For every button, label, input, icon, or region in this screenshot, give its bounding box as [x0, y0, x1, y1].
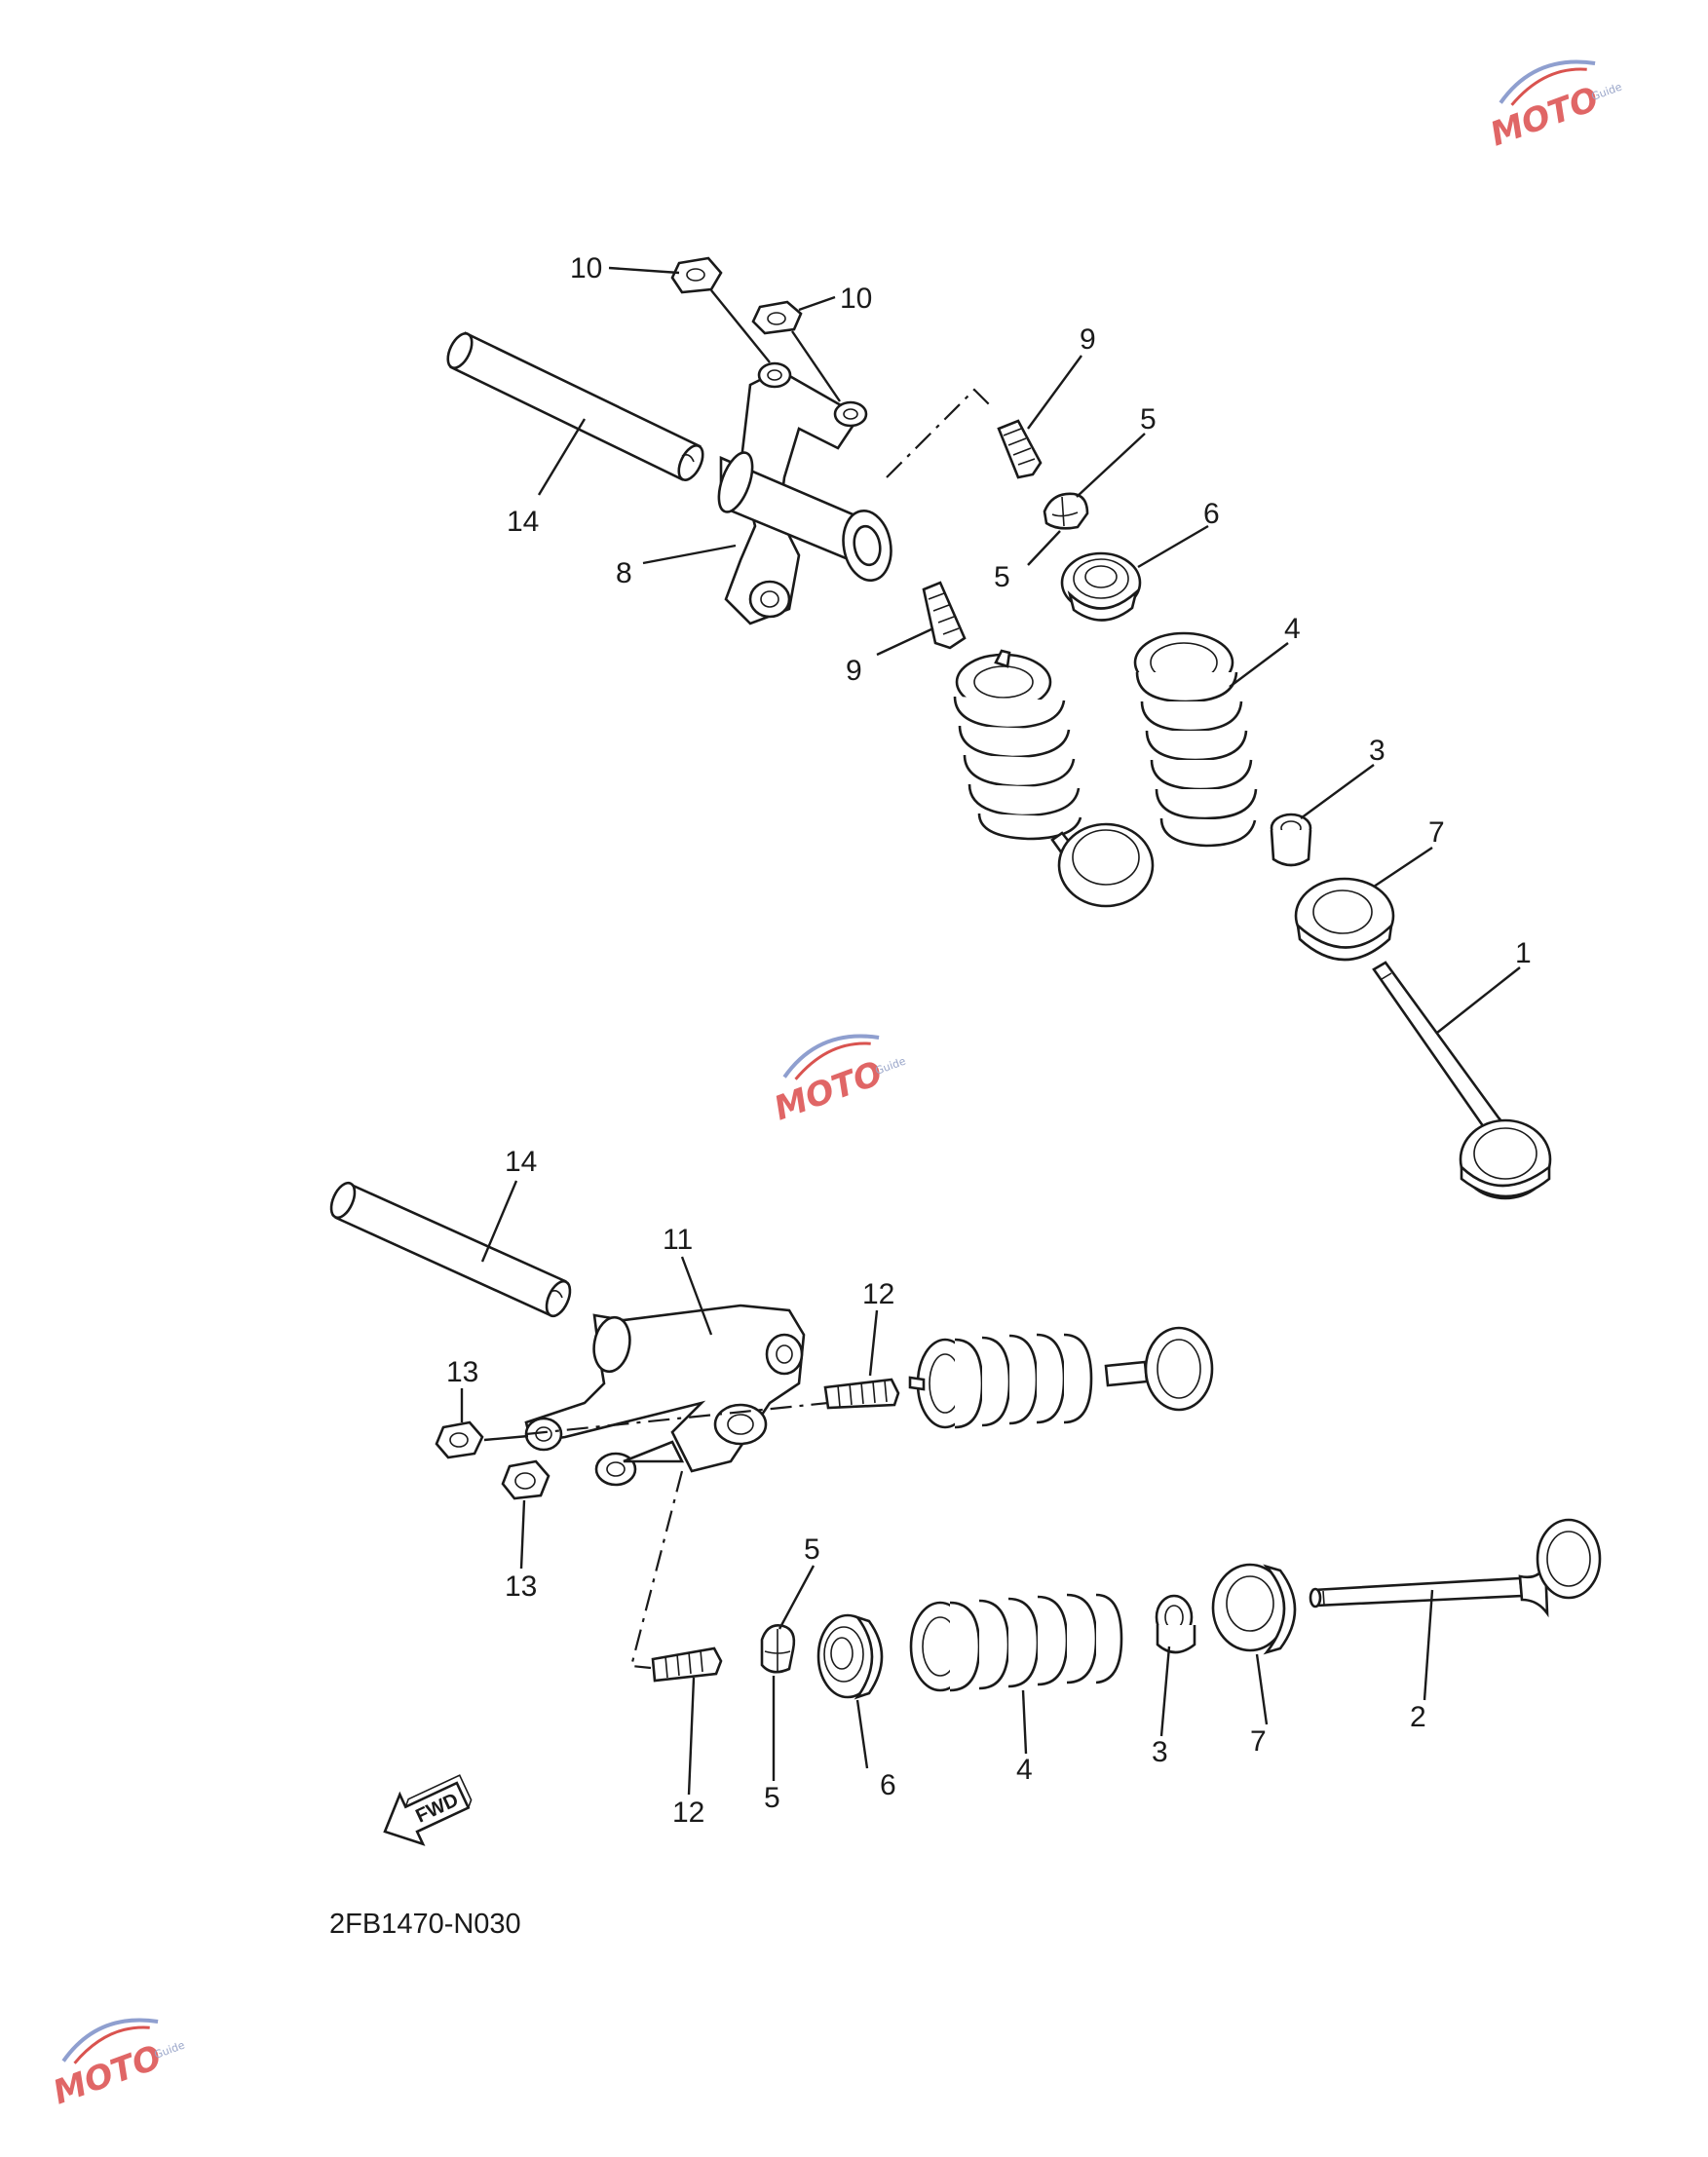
spring-retainer-lower: [816, 1613, 884, 1700]
rocker-shaft-lower: [329, 1181, 572, 1318]
valve-intake: [1309, 1518, 1602, 1618]
callout-upper-4: 4: [1284, 613, 1301, 645]
callout-upper-10a: 10: [570, 252, 602, 284]
adjust-nut-upper-a: [670, 256, 723, 294]
callout-lower-12b: 12: [672, 1797, 704, 1829]
callout-upper-5a: 5: [1140, 403, 1157, 435]
leader-lines-upper: [537, 266, 1521, 1034]
valve-exhaust: [1372, 961, 1552, 1200]
callout-lower-2: 2: [1410, 1701, 1426, 1733]
svg-text:Guide: Guide: [874, 1054, 908, 1077]
callout-lower-3: 3: [1152, 1736, 1168, 1768]
valve-stem-seal-lower: [1155, 1594, 1196, 1654]
centerline-upper: [886, 388, 995, 478]
callout-upper-9a: 9: [1080, 323, 1096, 356]
callout-upper-6: 6: [1203, 498, 1220, 530]
valve-spring-upper-loose: [1133, 631, 1258, 848]
adjust-screw-upper-b: [922, 581, 967, 650]
adjust-nut-lower-a: [435, 1420, 484, 1459]
fwd-arrow-icon: FWD: [383, 1774, 473, 1846]
callout-lower-11: 11: [663, 1224, 693, 1256]
callout-lower-13a: 13: [446, 1356, 478, 1388]
spring-seat-lower: [1211, 1563, 1297, 1655]
watermark-center: MOTO Guide: [769, 1034, 908, 1129]
callout-upper-3: 3: [1369, 735, 1385, 767]
callout-upper-10b: 10: [840, 283, 872, 315]
rocker-arm-lower: [524, 1304, 806, 1487]
valve-spring-lower-loose: [909, 1593, 1123, 1692]
callout-upper-8: 8: [616, 557, 632, 589]
adjust-nut-upper-b: [751, 300, 803, 335]
valve-stem-seal-upper: [1270, 813, 1312, 867]
callouts-lower: 14 11 12 13 13 5 12 5 6 4 3 7 2: [446, 1146, 1426, 1829]
callout-lower-5b: 5: [764, 1782, 780, 1814]
adjust-screw-upper-a: [997, 419, 1043, 479]
callout-lower-6: 6: [880, 1769, 896, 1801]
callout-lower-12a: 12: [862, 1278, 894, 1310]
svg-text:MOTO: MOTO: [769, 1054, 888, 1129]
svg-text:Guide: Guide: [1590, 80, 1624, 102]
callouts-upper: 10 10 9 5 6 5 14 8 9 4 3 7 1: [507, 252, 1532, 969]
adjust-nut-lower-b: [501, 1459, 550, 1500]
svg-text:MOTO: MOTO: [1485, 80, 1604, 155]
rocker-shaft-upper: [446, 331, 704, 481]
adjust-screw-lower-a: [823, 1378, 900, 1410]
valve-cotter-upper: [1043, 492, 1089, 530]
callout-lower-7: 7: [1250, 1725, 1267, 1758]
valve-spring-assembly-upper: [953, 649, 1155, 908]
adjust-screw-lower-b: [651, 1646, 723, 1683]
callout-upper-7: 7: [1428, 816, 1445, 849]
rocker-arm-upper: [717, 361, 892, 625]
callout-upper-1: 1: [1515, 937, 1532, 969]
centerline-lower: [525, 1401, 829, 1670]
leader-lines-lower: [460, 1180, 1434, 1796]
callout-lower-13b: 13: [505, 1570, 537, 1603]
spring-retainer-upper: [1060, 551, 1142, 622]
callout-upper-9b: 9: [846, 655, 862, 687]
callout-lower-4: 4: [1016, 1754, 1033, 1786]
callout-upper-5b: 5: [994, 561, 1010, 593]
callout-upper-14: 14: [507, 506, 539, 538]
watermark-bottom-left: MOTO Guide: [48, 2018, 187, 2113]
svg-text:Guide: Guide: [153, 2038, 187, 2061]
spring-seat-upper: [1294, 877, 1395, 962]
svg-text:MOTO: MOTO: [48, 2038, 167, 2113]
callout-lower-5a: 5: [804, 1533, 820, 1566]
valve-spring-assembly-lower: [908, 1326, 1214, 1429]
watermark-top-right: MOTO Guide: [1485, 59, 1624, 155]
callout-lower-14: 14: [505, 1146, 537, 1178]
valve-cotter-lower: [760, 1624, 796, 1674]
diagram-code: 2FB1470-N030: [329, 1909, 521, 1940]
